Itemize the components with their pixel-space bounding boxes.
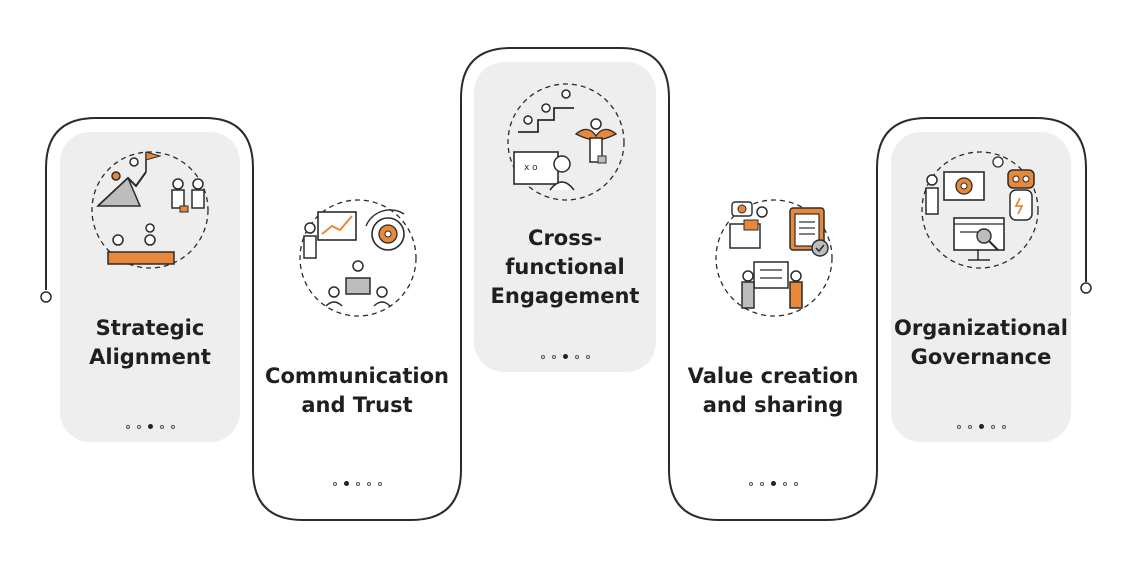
title-line: Communication: [265, 364, 449, 388]
pager-dot: [1001, 424, 1006, 429]
pager-dot: [574, 354, 579, 359]
pager-dot: [759, 481, 764, 486]
governance-icon: [921, 151, 1039, 269]
pager-dot: [355, 481, 360, 486]
card-title-value-creation: Value creation and sharing: [669, 362, 877, 420]
pager-dot: [967, 424, 972, 429]
card-title-strategic: Strategic Alignment: [60, 314, 240, 372]
card-title-cross-functional: Cross- functional Engagement: [474, 224, 656, 311]
title-line: Cross-: [528, 226, 602, 250]
value-sharing-icon: [715, 199, 833, 317]
svg-text:x o: x o: [524, 163, 538, 173]
pager-dot: [366, 481, 371, 486]
pager-dot-active: [147, 424, 153, 429]
connector-end-node: [1080, 282, 1092, 294]
pager-dot: [136, 424, 141, 429]
card-title-communication: Communication and Trust: [253, 362, 461, 420]
title-line: Alignment: [89, 345, 211, 369]
title-line: Engagement: [490, 284, 640, 308]
card-cross-functional: [474, 62, 656, 372]
title-line: functional: [505, 255, 625, 279]
card-strategic-alignment: [60, 132, 240, 442]
pager-dot: [540, 354, 545, 359]
pager-dot: [125, 424, 130, 429]
pager-dot-active: [978, 424, 984, 429]
pager-dot-active: [770, 481, 776, 486]
connector-start-node: [40, 291, 52, 303]
pager-dot-active: [562, 354, 568, 359]
card-title-governance: Organizational Governance: [891, 314, 1071, 372]
title-line: and Trust: [301, 393, 413, 417]
pager-dot: [170, 424, 175, 429]
pager-dot: [990, 424, 995, 429]
pager-dot: [793, 481, 798, 486]
pager-dot: [585, 354, 590, 359]
pager-dot: [332, 481, 337, 486]
title-line: Strategic: [95, 316, 205, 340]
pager-dot: [159, 424, 164, 429]
pager-dot: [782, 481, 787, 486]
title-line: Value creation: [687, 364, 859, 388]
pager-dot: [551, 354, 556, 359]
pager-dots: [669, 481, 877, 486]
team-alignment-icon: [91, 151, 209, 269]
pager-dots: [60, 424, 240, 429]
collaboration-icon: x o: [507, 83, 625, 201]
presentation-icon: [299, 199, 417, 317]
pager-dots: [891, 424, 1071, 429]
pager-dot-active: [343, 481, 349, 486]
pager-dots: [474, 354, 656, 359]
title-line: Governance: [910, 345, 1052, 369]
pager-dots: [253, 481, 461, 486]
title-line: and sharing: [702, 393, 844, 417]
pager-dot: [956, 424, 961, 429]
title-line: Organizational: [894, 316, 1068, 340]
pager-dot: [377, 481, 382, 486]
pager-dot: [748, 481, 753, 486]
